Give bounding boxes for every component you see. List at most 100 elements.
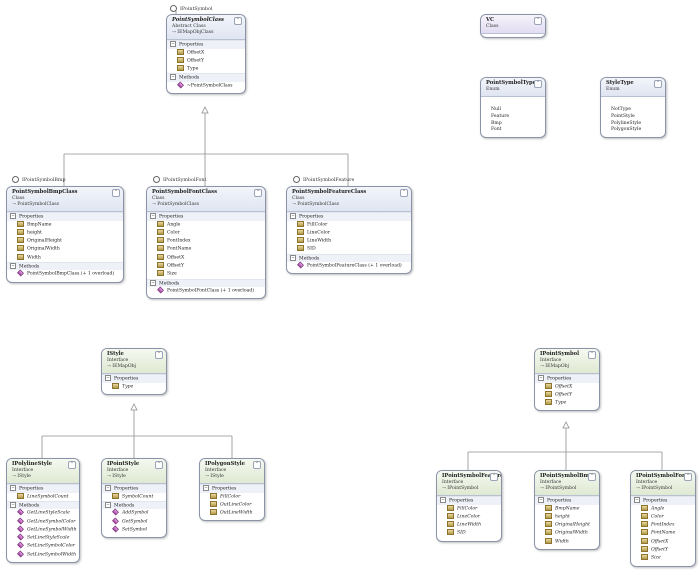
- collapse-toggle-icon[interactable]: ˄: [155, 351, 163, 359]
- section-properties[interactable]: −Properties: [7, 212, 123, 221]
- property-offset-y[interactable]: OffsetY: [167, 56, 245, 65]
- property-font-name[interactable]: FontName: [631, 529, 695, 537]
- property-line-color[interactable]: LineColor: [287, 228, 411, 237]
- section-methods[interactable]: −Methods: [147, 278, 265, 288]
- collapse-section-icon[interactable]: −: [170, 41, 176, 47]
- property-offset-y[interactable]: OffsetY: [631, 545, 695, 554]
- collapse-section-icon[interactable]: −: [538, 375, 544, 381]
- property-angle[interactable]: Angle: [147, 220, 265, 229]
- property-fill-color[interactable]: FillColor: [200, 492, 264, 501]
- collapse-section-icon[interactable]: −: [105, 501, 111, 508]
- collapse-section-icon[interactable]: −: [10, 213, 16, 219]
- method-get-symbol[interactable]: GetSymbol: [102, 517, 166, 526]
- property-width[interactable]: Width: [535, 537, 599, 546]
- method-point-symbol-feature-class-1-overload[interactable]: PointSymbolFeatureClass (+ 1 overload): [287, 261, 411, 270]
- property-bmp-name[interactable]: BmpName: [535, 504, 599, 513]
- section-properties[interactable]: −Properties: [287, 212, 411, 221]
- collapse-toggle-icon[interactable]: ˄: [400, 189, 408, 197]
- property-type[interactable]: Type: [535, 399, 599, 407]
- property-offset-y[interactable]: OffsetY: [535, 390, 599, 399]
- collapse-section-icon[interactable]: −: [10, 501, 16, 508]
- section-properties[interactable]: −Properties: [437, 496, 501, 505]
- enum-value-bmp[interactable]: Bmp: [481, 121, 545, 128]
- property-line-width[interactable]: LineWidth: [287, 237, 411, 245]
- collapse-toggle-icon[interactable]: ˄: [588, 473, 596, 481]
- section-properties[interactable]: −Properties: [631, 496, 695, 505]
- property-bmp-name[interactable]: BmpName: [7, 220, 123, 229]
- method-get-line-symbol-color[interactable]: GetLineSymbolColor: [7, 517, 79, 526]
- property-color[interactable]: Color: [631, 512, 695, 521]
- enum-value-feature[interactable]: Feature: [481, 114, 545, 121]
- enum-value-font[interactable]: Font: [481, 127, 545, 134]
- method-set-line-style-scale[interactable]: SetLineStyleScale: [7, 533, 79, 542]
- method-add-symbol[interactable]: AddSymbol: [102, 508, 166, 517]
- collapse-toggle-icon[interactable]: ˄: [234, 17, 242, 25]
- property-size[interactable]: Size: [147, 270, 265, 278]
- method-point-symbol-font-class-1-overload[interactable]: PointSymbolFontClass (+ 1 overload): [147, 286, 265, 295]
- collapse-section-icon[interactable]: −: [203, 485, 209, 491]
- property-fill-color[interactable]: FillColor: [287, 220, 411, 229]
- section-properties[interactable]: −Properties: [102, 484, 166, 493]
- section-methods[interactable]: −Methods: [167, 73, 245, 82]
- section-methods[interactable]: −Methods: [7, 500, 79, 510]
- section-methods[interactable]: −Methods: [7, 261, 123, 271]
- property-sid[interactable]: SID: [287, 245, 411, 253]
- property-offset-y[interactable]: OffsetY: [147, 261, 265, 270]
- property-offset-x[interactable]: OffsetX: [167, 48, 245, 57]
- collapse-toggle-icon[interactable]: ˄: [490, 473, 498, 481]
- method-set-line-symbol-color[interactable]: SetLineSymbolColor: [7, 542, 79, 550]
- enum-value-point-style[interactable]: PointStyle: [601, 114, 665, 121]
- collapse-toggle-icon[interactable]: ˄: [654, 80, 662, 88]
- section-properties[interactable]: −Properties: [535, 374, 599, 383]
- section-properties[interactable]: −Properties: [147, 212, 265, 221]
- section-methods[interactable]: −Methods: [102, 500, 166, 510]
- property-type[interactable]: Type: [167, 65, 245, 73]
- property-original-width[interactable]: OriginalWidth: [7, 245, 123, 253]
- section-properties[interactable]: −Properties: [200, 484, 264, 493]
- collapse-section-icon[interactable]: −: [150, 213, 156, 219]
- enum-value-null[interactable]: Null: [481, 107, 545, 114]
- property-size[interactable]: Size: [631, 554, 695, 562]
- collapse-toggle-icon[interactable]: ˄: [588, 351, 596, 359]
- section-properties[interactable]: −Properties: [167, 40, 245, 49]
- property-fill-color[interactable]: FillColor: [437, 504, 501, 513]
- property-font-index[interactable]: FontIndex: [147, 237, 265, 245]
- property-font-name[interactable]: FontName: [147, 245, 265, 253]
- method-point-symbol-class[interactable]: ~PointSymbolClass: [167, 81, 245, 90]
- collapse-section-icon[interactable]: −: [290, 213, 296, 219]
- property-original-height[interactable]: OriginalHeight: [535, 521, 599, 529]
- property-angle[interactable]: Angle: [631, 504, 695, 513]
- collapse-section-icon[interactable]: −: [10, 262, 16, 269]
- section-properties[interactable]: −Properties: [7, 484, 79, 493]
- collapse-section-icon[interactable]: −: [105, 375, 111, 381]
- collapse-toggle-icon[interactable]: ˄: [534, 80, 542, 88]
- property-line-color[interactable]: LineColor: [437, 512, 501, 521]
- collapse-section-icon[interactable]: −: [105, 485, 111, 491]
- collapse-section-icon[interactable]: −: [10, 485, 16, 491]
- section-properties[interactable]: −Properties: [102, 374, 166, 383]
- collapse-section-icon[interactable]: −: [634, 497, 640, 503]
- property-offset-x[interactable]: OffsetX: [535, 382, 599, 391]
- collapse-toggle-icon[interactable]: ˄: [155, 461, 163, 469]
- property-symbol-count[interactable]: SymbolCount: [102, 492, 166, 501]
- method-point-symbol-bmp-class-1-overload[interactable]: PointSymbolBmpClass (+ 1 overload): [7, 270, 123, 278]
- collapse-section-icon[interactable]: −: [290, 254, 296, 261]
- collapse-toggle-icon[interactable]: ˄: [68, 461, 76, 469]
- enum-value-polyline-style[interactable]: PolylineStyle: [601, 121, 665, 128]
- collapse-toggle-icon[interactable]: ˄: [254, 189, 262, 197]
- property-height[interactable]: height: [535, 512, 599, 521]
- property-offset-x[interactable]: OffsetX: [147, 253, 265, 262]
- property-sid[interactable]: SID: [437, 529, 501, 537]
- enum-value-not-type[interactable]: NotType: [601, 107, 665, 114]
